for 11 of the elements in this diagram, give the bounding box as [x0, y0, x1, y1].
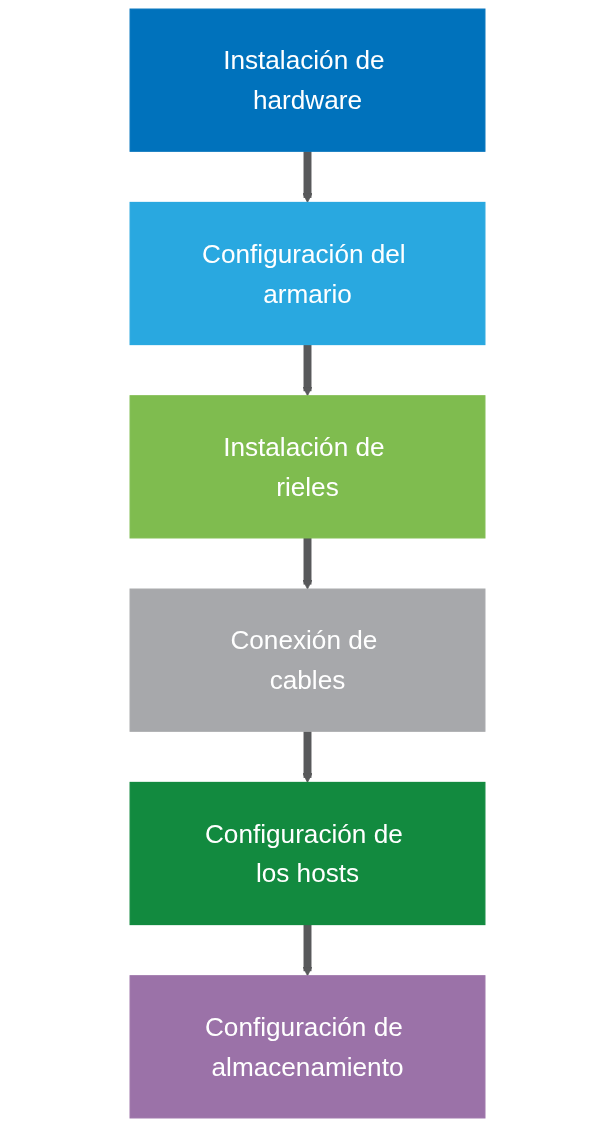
- node-box: Configuración de almacenamiento: [129, 975, 486, 1119]
- node-box: Instalación de hardware: [129, 8, 486, 152]
- arrow: [302, 344, 313, 397]
- node-box: Configuración de los hosts: [129, 781, 486, 926]
- arrow: [302, 537, 313, 590]
- arrow: [302, 731, 313, 783]
- node-box: Conexión de cables: [129, 588, 486, 732]
- node-box: Instalación de rieles: [129, 395, 486, 539]
- arrow: [302, 924, 313, 977]
- node-box: Configuración del armario: [129, 201, 486, 346]
- arrow: [302, 151, 313, 203]
